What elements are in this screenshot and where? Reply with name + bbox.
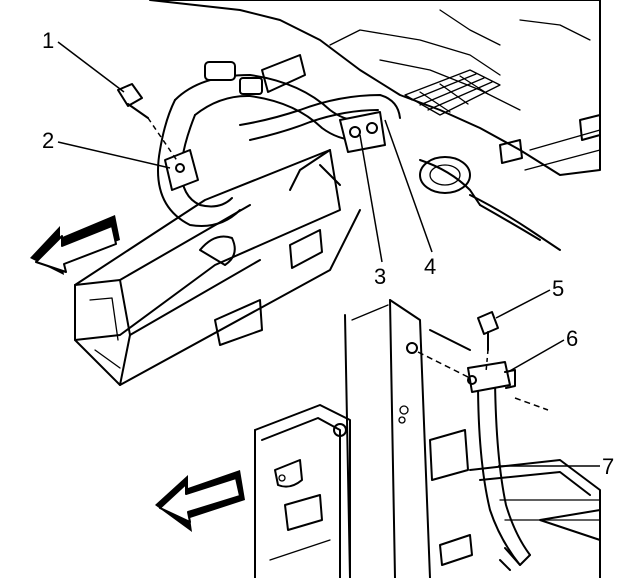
lower-view: 5 6 7 — [155, 276, 614, 578]
front-direction-arrow-icon — [155, 470, 245, 532]
callout-6: 6 — [507, 326, 578, 373]
callout-4: 4 — [384, 119, 436, 279]
hose-bracket — [164, 149, 199, 191]
front-direction-arrow-icon — [30, 215, 120, 275]
bracket-bolt — [117, 83, 179, 163]
callout-label-3: 3 — [374, 264, 386, 289]
callout-3: 3 — [359, 134, 386, 289]
callout-5: 5 — [495, 276, 564, 319]
lower-bracket — [469, 459, 601, 578]
callout-label-2: 2 — [42, 128, 54, 153]
callout-1: 1 — [42, 28, 125, 93]
callout-label-5: 5 — [552, 276, 564, 301]
transmission-grille — [404, 69, 501, 116]
hose-connector — [289, 111, 386, 191]
hose-fittings — [204, 54, 306, 95]
frame-rail — [74, 149, 361, 386]
callout-label-1: 1 — [42, 28, 54, 53]
clip-bolt — [477, 311, 499, 373]
transmission-housing — [149, 0, 601, 251]
callout-label-7: 7 — [602, 454, 614, 479]
callout-7: 7 — [498, 454, 614, 479]
vertical-frame-member — [344, 299, 473, 578]
callout-label-6: 6 — [566, 326, 578, 351]
callout-2: 2 — [42, 128, 171, 169]
hose-clip — [417, 351, 549, 411]
lower-hose — [477, 379, 531, 571]
upper-view: 1 2 3 4 — [30, 0, 601, 386]
side-panel — [254, 404, 351, 578]
callout-label-4: 4 — [424, 254, 436, 279]
